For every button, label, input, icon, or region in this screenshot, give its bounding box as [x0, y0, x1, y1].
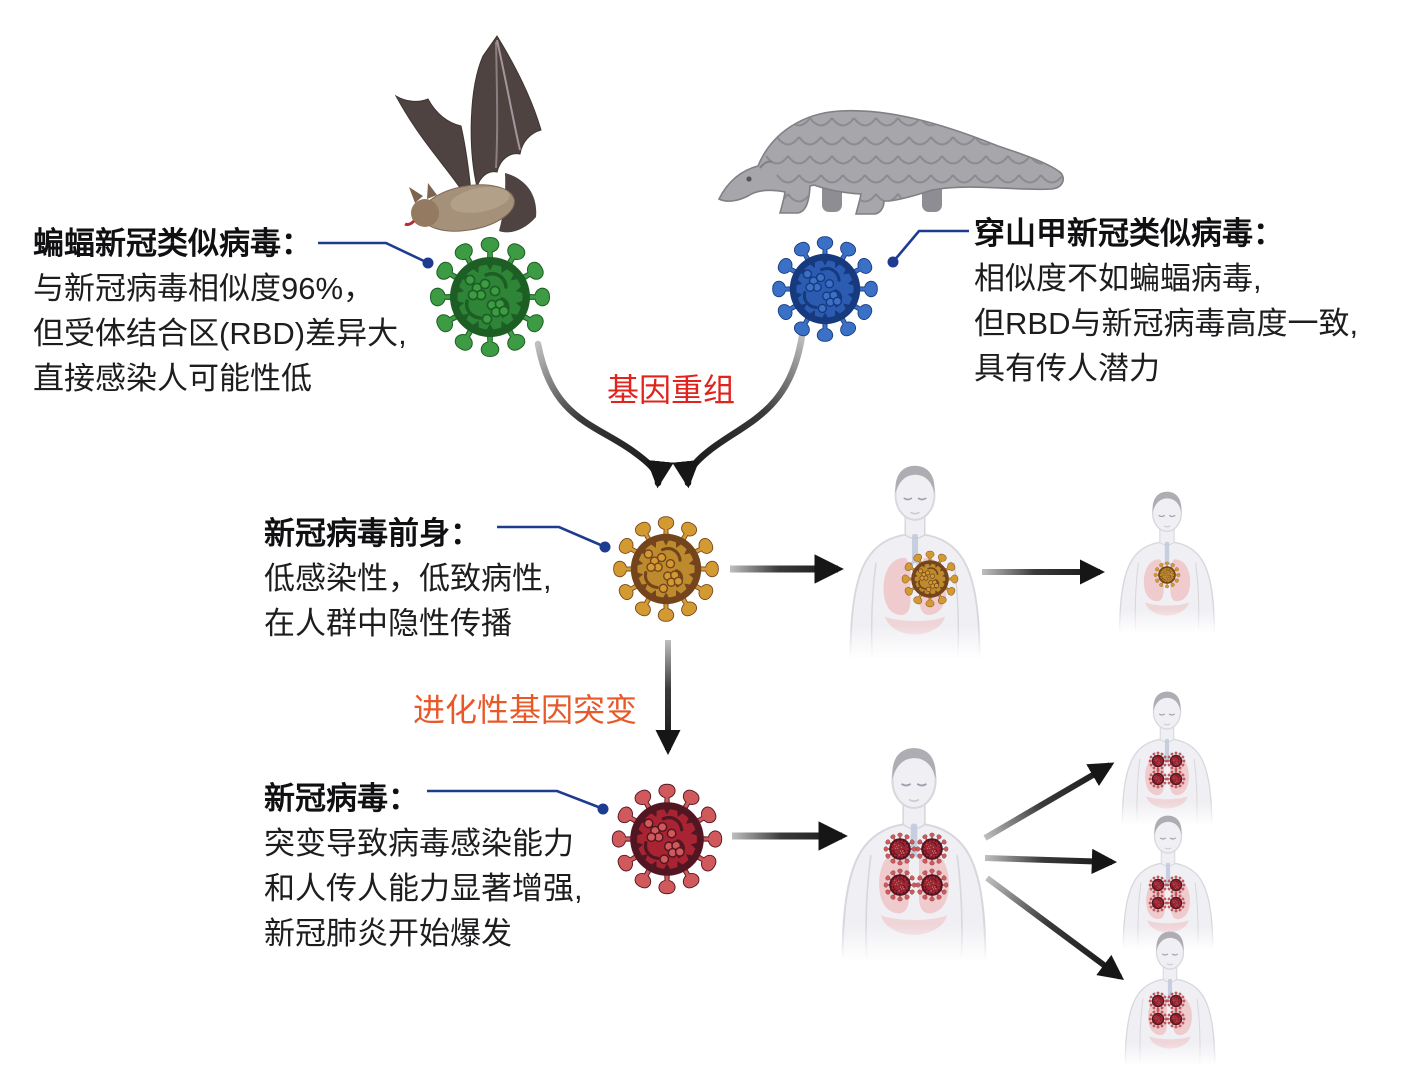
precursor-virus-annotation: 新冠病毒前身： 低感染性，低致病性, 在人群中隐性传播	[264, 511, 552, 646]
sars-cov-2-annotation-title: 新冠病毒：	[264, 781, 419, 816]
spread-arrow-2	[984, 848, 1118, 874]
sars-cov-2-annotation-line: 和人传人能力显著增强,	[264, 871, 583, 906]
recombination-arrow-right	[672, 332, 806, 489]
infected-person-spread-3	[1118, 931, 1222, 1066]
sars-cov-2-in-lung-icon	[883, 868, 917, 902]
precursor-label-connector	[497, 525, 604, 548]
sars-cov-2-in-lung-small-icon	[1166, 751, 1186, 771]
sars-cov-2-in-lung-icon	[915, 832, 949, 866]
sars-cov-2-in-lung-small-icon	[1166, 875, 1186, 895]
sars-cov-2-in-lung-small-icon	[1166, 991, 1186, 1011]
sars-cov-2-label-connector	[427, 789, 602, 810]
precursor-virus-in-lung-small-icon	[1153, 561, 1181, 589]
pangolin-virus-annotation-line: 相似度不如蝙蝠病毒,	[974, 261, 1262, 296]
bat-virus-annotation-title: 蝙蝠新冠类似病毒：	[33, 226, 312, 261]
sars-cov-2-annotation-line: 突变导致病毒感染能力	[264, 826, 574, 861]
bat-coronavirus-icon	[430, 237, 550, 357]
gene-recombination-label: 基因重组	[607, 372, 736, 408]
sars-cov-2-annotation: 新冠病毒： 突变导致病毒感染能力 和人传人能力显著增强, 新冠肺炎开始爆发	[264, 776, 583, 956]
precursor-virus-annotation-title: 新冠病毒前身：	[264, 516, 481, 551]
bat-virus-annotation-line: 直接感染人可能性低	[33, 361, 312, 396]
pangolin-virus-annotation-line: 具有传人潜力	[974, 351, 1160, 386]
infected-person-primary	[840, 465, 990, 659]
pangolin-virus-annotation: 穿山甲新冠类似病毒： 相似度不如蝙蝠病毒, 但RBD与新冠病毒高度一致, 具有传…	[974, 211, 1358, 391]
sars-cov-2-in-lung-icon	[883, 832, 917, 866]
precursor-virus-annotation-line: 在人群中隐性传播	[264, 606, 512, 641]
sars-cov-2-in-lung-small-icon	[1148, 751, 1168, 771]
sars-cov-2-label-connector-dot	[597, 803, 609, 815]
infected-person-spread-1	[1115, 691, 1219, 826]
precursor-virus-icon	[613, 516, 719, 622]
sars-cov-2-in-lung-small-icon	[1148, 991, 1168, 1011]
spread-arrow-3	[985, 875, 1125, 981]
sars-cov-2-in-lung-small-icon	[1148, 875, 1168, 895]
pangolin-label-connector	[892, 229, 969, 263]
sars-cov-2-in-lung-small-icon	[1148, 1009, 1168, 1029]
recombination-arrow-left	[534, 340, 674, 489]
sars-cov-2-in-lung-small-icon	[1148, 893, 1168, 913]
sars-cov-2-in-lung-small-icon	[1166, 893, 1186, 913]
bat-label-connector-dot	[422, 257, 434, 269]
bat-virus-annotation-line: 与新冠病毒相似度96%，	[33, 271, 375, 306]
infected-person-spread-2	[1116, 815, 1220, 950]
pangolin-coronavirus-icon	[772, 236, 878, 342]
gene-mutation-label: 进化性基因突变	[413, 692, 638, 728]
pangolin-label-connector-dot	[887, 256, 899, 268]
precursor-label-connector-dot	[599, 541, 611, 553]
bat-label-connector	[318, 241, 427, 264]
precursor-virus-in-lung-icon	[901, 550, 959, 608]
sars-cov-2-in-lung-small-icon	[1166, 1009, 1186, 1029]
sars-cov-2-in-lung-small-icon	[1166, 769, 1186, 789]
pangolin-virus-annotation-line: 但RBD与新冠病毒高度一致,	[974, 306, 1359, 341]
sars-cov-2-in-lung-icon	[915, 868, 949, 902]
precursor-virus-annotation-line: 低感染性，低致病性,	[264, 561, 552, 596]
sars-cov-2-annotation-line: 新冠肺炎开始爆发	[264, 916, 512, 951]
pangolin-virus-annotation-title: 穿山甲新冠类似病毒：	[974, 216, 1284, 251]
pangolin-illustration	[717, 109, 1064, 215]
bat-virus-annotation-line: 但受体结合区(RBD)差异大,	[33, 316, 407, 351]
sars-cov-2-virus-icon	[611, 783, 723, 895]
spread-arrow-1	[983, 762, 1115, 841]
bat-virus-annotation: 蝙蝠新冠类似病毒： 与新冠病毒相似度96%， 但受体结合区(RBD)差异大, 直…	[33, 221, 407, 401]
bat-illustration	[394, 35, 542, 233]
sars-cov-2-in-lung-small-icon	[1148, 769, 1168, 789]
